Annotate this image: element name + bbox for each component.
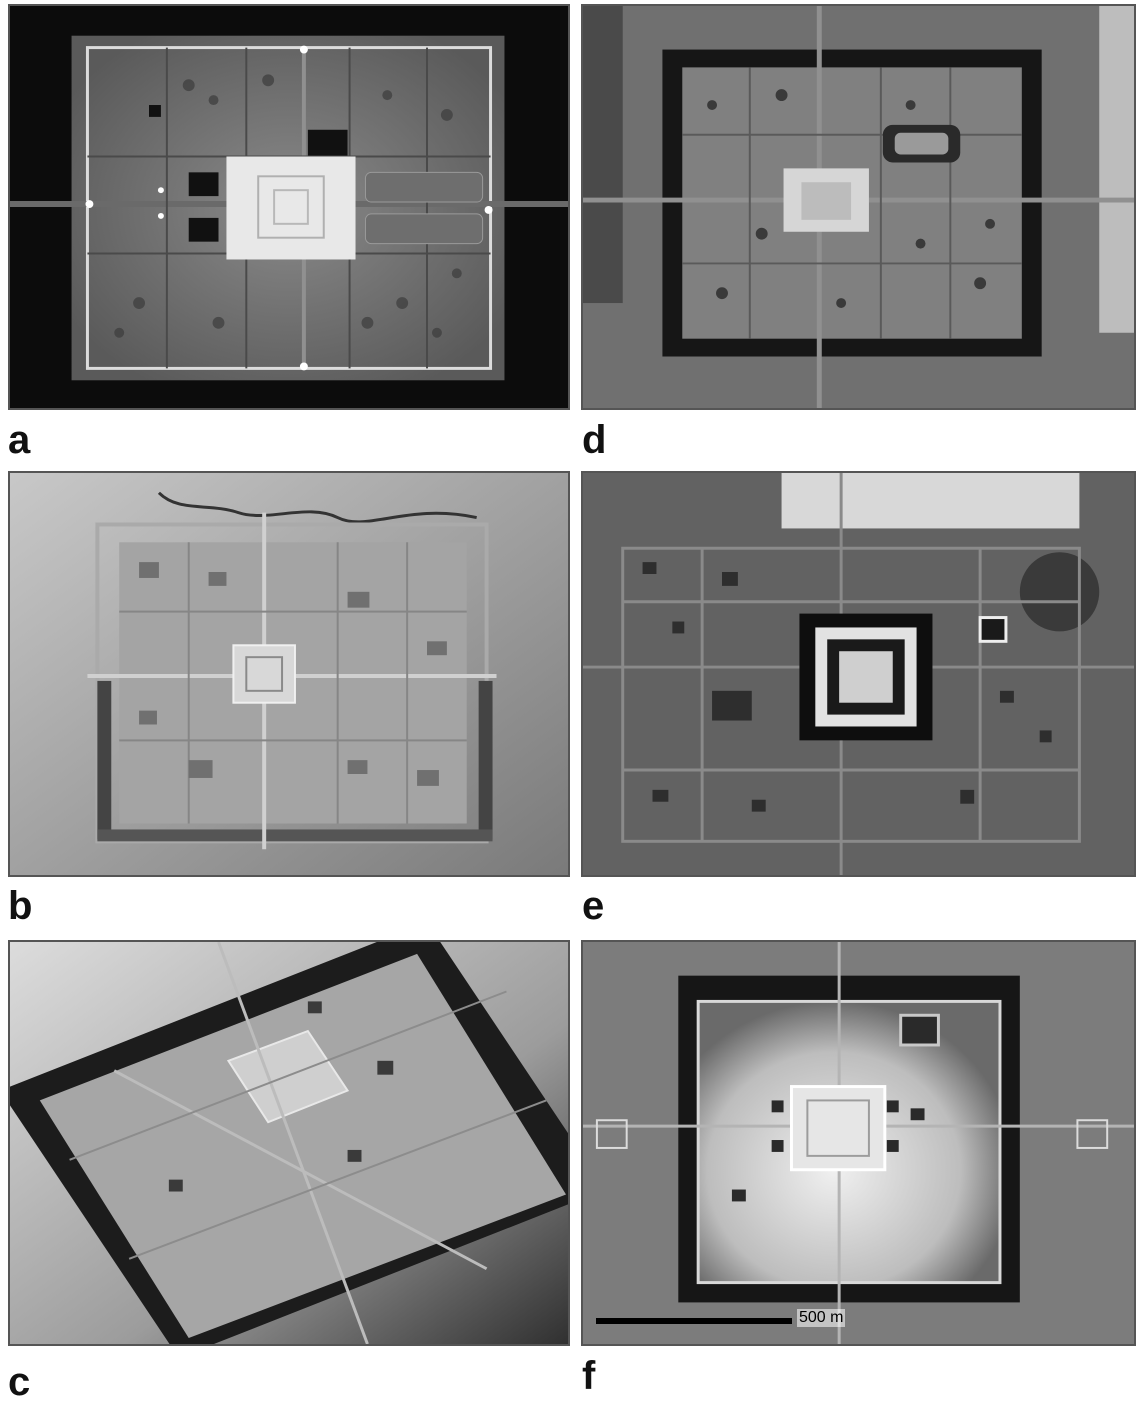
scale-bar bbox=[596, 1318, 792, 1324]
lidar-map-b bbox=[10, 473, 568, 875]
lidar-map-c bbox=[10, 942, 568, 1344]
panel-f-image bbox=[581, 940, 1136, 1346]
panel-label-d: d bbox=[582, 418, 607, 462]
panel-d-image bbox=[581, 4, 1136, 410]
panel-label-e: e bbox=[582, 884, 605, 928]
lidar-map-d bbox=[583, 6, 1134, 408]
panel-c-image bbox=[8, 940, 570, 1346]
panel-label-a: a bbox=[8, 418, 31, 462]
panel-label-b: b bbox=[8, 884, 33, 928]
lidar-map-e bbox=[583, 473, 1134, 875]
panel-label-c: c bbox=[8, 1360, 31, 1404]
lidar-map-f bbox=[583, 942, 1134, 1344]
panel-e-image bbox=[581, 471, 1136, 877]
panel-label-f: f bbox=[582, 1354, 596, 1398]
lidar-map-a bbox=[10, 6, 568, 408]
scale-bar-label: 500 m bbox=[797, 1309, 846, 1327]
panel-b-image bbox=[8, 471, 570, 877]
panel-a-image bbox=[8, 4, 570, 410]
